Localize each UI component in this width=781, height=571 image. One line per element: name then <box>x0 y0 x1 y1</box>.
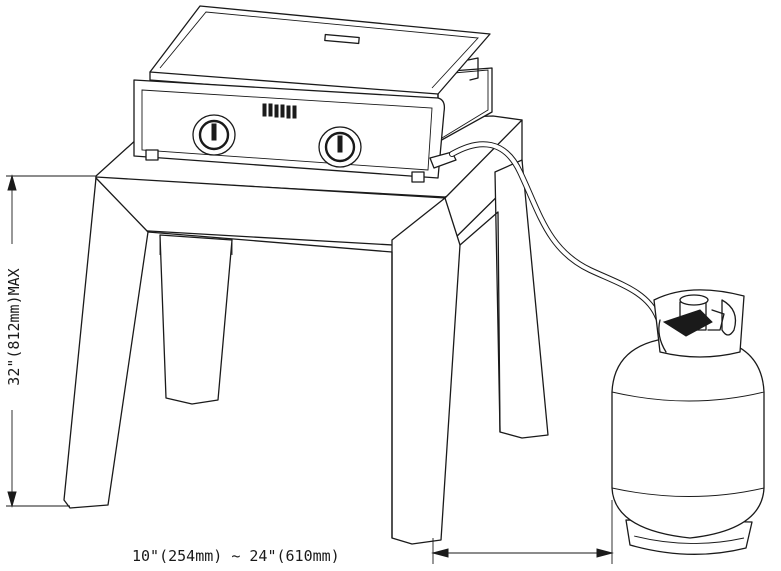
tank-valve-regulator <box>658 294 725 353</box>
gas-hose <box>449 141 661 321</box>
table-leg-back-left <box>159 234 233 405</box>
tank-body <box>611 339 765 539</box>
gas-inlet-fitting <box>429 151 457 169</box>
table-leg-front-left <box>63 177 149 509</box>
height-label: 32"(812mm)MAX <box>5 268 23 385</box>
griddle <box>133 5 493 183</box>
distance-label: 10"(254mm) ~ 24"(610mm) <box>132 547 340 565</box>
griddle-plate <box>149 5 491 95</box>
arrow-up-icon <box>7 174 17 191</box>
vent-slots <box>262 103 297 119</box>
table <box>63 115 549 545</box>
burner-knob-left <box>192 114 236 156</box>
griddle-foot-left <box>145 149 159 161</box>
grease-slot <box>324 33 360 45</box>
arrow-down-icon <box>7 491 17 508</box>
propane-tank <box>611 289 765 555</box>
table-leg-front-right <box>391 197 461 545</box>
distance-dimension: 10"(254mm) ~ 24"(610mm) <box>132 500 614 565</box>
burner-knob-right <box>318 126 362 168</box>
arrow-right-icon <box>596 548 614 558</box>
griddle-foot-right <box>411 171 425 183</box>
arrow-left-icon <box>431 548 449 558</box>
table-leg-back-right <box>494 159 549 439</box>
height-dimension: 32"(812mm)MAX <box>2 174 96 508</box>
